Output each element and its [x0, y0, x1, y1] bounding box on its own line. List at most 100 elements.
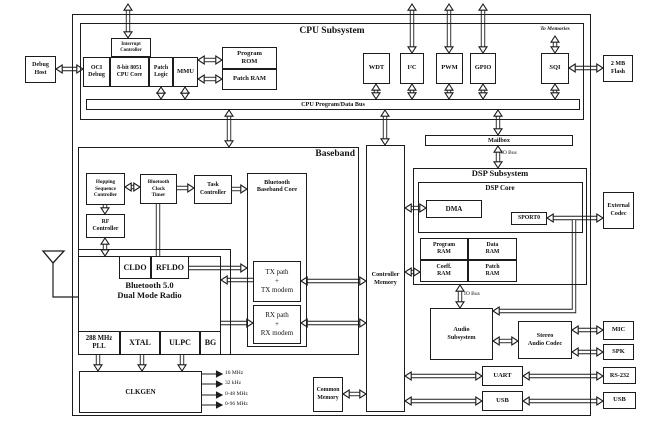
patch-ram: Patch RAM: [222, 69, 277, 90]
bandgap: BG: [200, 331, 221, 355]
audio-subsystem: Audio Subsystem: [430, 308, 493, 360]
connector-arrow-2: [196, 54, 224, 66]
i2c: I²C: [400, 53, 424, 84]
connector-arrow-25: [99, 236, 111, 258]
clock-output-arrow-1: [202, 380, 224, 388]
flash: 2 MB Flash: [603, 55, 633, 82]
stereo-audio-codec-label: Stereo Audio Codec: [527, 332, 563, 347]
connector-arrow-15: [567, 62, 605, 74]
connector-arrow-13: [477, 2, 489, 55]
data-ram-label: Data RAM: [485, 241, 500, 255]
connector-arrow-18: [492, 108, 504, 137]
rf-controller-label: RF Controller: [92, 218, 119, 232]
connector-arrow-3: [196, 73, 224, 85]
xtal: XTAL: [120, 331, 160, 355]
patch-ram-dsp: Patch RAM: [468, 260, 517, 282]
clkgen: CLKGEN: [79, 371, 202, 413]
pwm: PWM: [436, 53, 463, 84]
gpio: GPIO: [470, 53, 496, 84]
chip-outline: [72, 14, 591, 416]
task-controller-label: Task Controller: [200, 182, 226, 196]
mic-label: MIC: [611, 326, 626, 334]
connector-arrow-5: [179, 85, 191, 101]
connector-arrow-12: [443, 2, 455, 55]
cldo: CLDO: [119, 256, 151, 279]
cpu-subsystem-box: [80, 23, 584, 120]
bandgap-label: BG: [204, 338, 217, 347]
clock-out-16mhz: 16 MHz: [225, 370, 244, 376]
sport0: SPORT0: [511, 212, 547, 225]
connector-arrow-38: [403, 370, 484, 382]
connector-arrow-44: [136, 355, 148, 373]
pll-288mhz-label: 288 MHz PLL: [85, 334, 113, 350]
mailbox-label: Mailbox: [487, 136, 510, 144]
connector-arrow-4: [155, 85, 167, 101]
connector-arrow-8: [443, 82, 455, 101]
bb-core-box: [247, 173, 307, 347]
rs-232: RS-232: [603, 367, 636, 384]
connector-arrow-0: [54, 63, 85, 75]
stereo-audio-codec: Stereo Audio Codec: [518, 321, 572, 359]
radio-title: Bluetooth 5.0 Dual Mode Radio: [117, 280, 182, 300]
rx-path-modem: RX path + RX modem: [253, 305, 301, 344]
clock-out-32khz: 32 kHz: [225, 380, 242, 386]
oci-debug-label: OCI Debug: [88, 64, 105, 79]
connector-arrow-19: [492, 144, 504, 170]
ulpc: ULPC: [160, 331, 200, 355]
coeff-ram-label: Coeff. RAM: [436, 263, 452, 277]
connector-arrow-6: [370, 82, 382, 101]
pwm-label: PWM: [441, 64, 458, 72]
hopping-sequence-controller: Hopping Sequence Controller: [86, 173, 125, 205]
rfldo: RFLDO: [151, 256, 189, 279]
radio-cutout: [79, 249, 231, 355]
debug-host: Debug Host: [25, 56, 56, 83]
sport0-label: SPORT0: [517, 214, 541, 221]
coeff-ram: Coeff. RAM: [420, 260, 468, 282]
usb-internal-label: USB: [496, 396, 509, 404]
connector-arrow-41: [521, 395, 605, 407]
patch-logic-label: Patch Logic: [153, 64, 169, 78]
connector-arrow-37: [570, 346, 605, 358]
dsp-core-title: DSP Core: [485, 184, 515, 192]
uart: UART: [482, 366, 523, 386]
connector-arrow-17: [379, 108, 391, 147]
usb-external-label: USB: [613, 396, 626, 404]
io-bus-top-label: IO Bus: [501, 150, 517, 156]
cpu-bus-bar: CPU Program/Data Bus: [86, 99, 580, 110]
cpu-subsystem-title: CPU Subsystem: [299, 26, 365, 36]
dma: DMA: [426, 200, 482, 218]
connector-arrow-23: [99, 205, 111, 216]
clock-output-arrow-0: [202, 370, 224, 378]
connector-arrow-21: [177, 182, 196, 194]
mic: MIC: [603, 321, 634, 340]
xtal-label: XTAL: [129, 338, 151, 347]
connector-arrow-22: [232, 183, 249, 195]
connector-arrow-20: [123, 181, 142, 193]
connector-arrow-29: [299, 317, 368, 329]
connector-arrow-27: [221, 317, 255, 329]
tx-path-modem-label: TX path + TX modem: [260, 268, 294, 294]
dsp-subsystem-box: [413, 168, 587, 285]
program-ram-label: Program RAM: [432, 241, 456, 255]
audio-subsystem-label: Audio Subsystem: [447, 326, 476, 341]
i2c-label: I²C: [407, 64, 417, 72]
bluetooth-clock-timer-label: Bluetooth Clock Timer: [147, 179, 170, 199]
connector-arrow-45: [176, 355, 188, 373]
interrupt-controller: Interrupt Controller: [111, 38, 151, 57]
hopping-sequence-controller-label: Hopping Sequence Controller: [93, 179, 118, 199]
patch-logic: Patch Logic: [149, 57, 173, 87]
antenna-icon: [41, 250, 78, 298]
spk: SPK: [603, 344, 634, 360]
wdt: WDT: [363, 53, 390, 84]
wdt-label: WDT: [368, 64, 385, 72]
connector-arrow-10: [549, 82, 561, 101]
gpio-label: GPIO: [474, 64, 492, 72]
common-memory-label: Common Memory: [316, 387, 340, 401]
interrupt-controller-label: Interrupt Controller: [120, 41, 142, 53]
flash-label: 2 MB Flash: [610, 61, 626, 75]
connector-arrow-30: [403, 202, 428, 214]
program-rom: Program ROM: [222, 47, 277, 69]
dsp-subsystem-title: DSP Subsystem: [471, 168, 529, 178]
program-ram: Program RAM: [420, 238, 468, 260]
usb-internal: USB: [482, 391, 523, 411]
